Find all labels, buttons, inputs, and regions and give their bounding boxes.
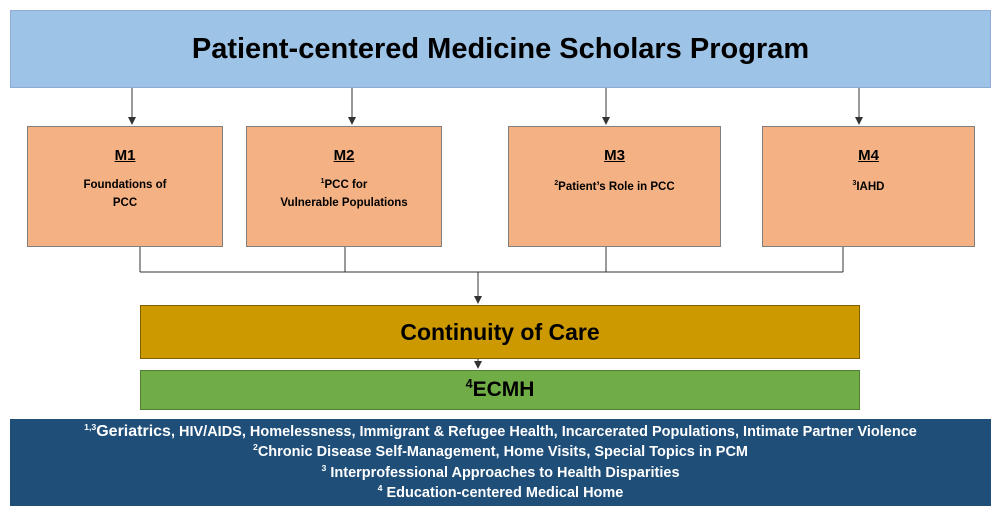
footnotes-box: 1,3Geriatrics, HIV/AIDS, Homelessness, I… [10,419,991,506]
footnote-3: 3 Interprofessional Approaches to Health… [321,462,680,481]
footnote-2: 2Chronic Disease Self-Management, Home V… [252,442,749,460]
continuity-of-care-box: Continuity of Care [140,305,860,359]
module-m2-footnote-mark: 1 [320,178,325,186]
ecmh-box: 4ECMH [140,370,860,410]
module-m1-box: M1 Foundations of PCC [27,126,223,247]
footnote-1: 1,3Geriatrics, HIV/AIDS, Homelessness, I… [84,421,917,440]
module-m3-box: M3 2Patient’s Role in PCC [508,126,721,247]
module-m2-box: M2 1PCC for Vulnerable Populations [246,126,442,247]
module-m4-footnote-mark: 3 [852,180,857,188]
ecmh-label: 4ECMH [465,377,535,401]
module-m3-footnote-mark: 2 [554,180,559,188]
program-title: Patient-centered Medicine Scholars Progr… [191,32,810,65]
module-m4-desc: 3IAHD [852,180,885,193]
module-m2-name: M2 [333,147,355,164]
module-m4-name: M4 [858,147,879,164]
module-m4-box: M4 3IAHD [762,126,975,247]
program-title-box: Patient-centered Medicine Scholars Progr… [10,10,991,88]
module-m2-desc: 1PCC for Vulnerable Populations [280,178,408,209]
footnote-4: 4 Education-centered Medical Home [377,483,624,501]
module-m3-desc: 2Patient’s Role in PCC [554,180,675,193]
module-m1-name: M1 [114,147,136,164]
continuity-of-care-label: Continuity of Care [400,318,600,345]
module-m1-desc: Foundations of PCC [83,179,167,209]
module-m3-name: M3 [604,147,625,164]
